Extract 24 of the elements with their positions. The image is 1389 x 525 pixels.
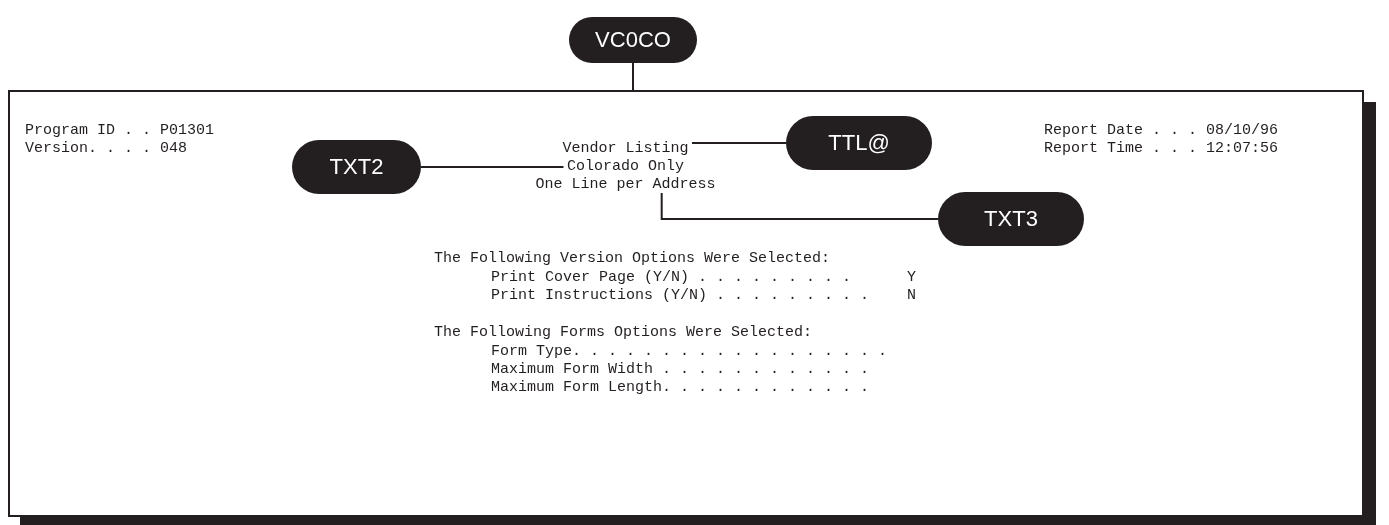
option-line: Form Type. . . . . . . . . . . . . . . . . .	[491, 343, 888, 360]
header-field: Program ID . . P01301	[25, 122, 215, 139]
section-heading: The Following Version Options Were Selected:	[434, 250, 831, 267]
callout-label: VC0CO	[569, 17, 697, 63]
option-line: Print Instructions (Y/N) . . . . . . . . .	[491, 287, 870, 304]
callout-label: TTL@	[786, 116, 932, 170]
header-field: Report Time . . . 12:07:56	[1044, 140, 1279, 157]
option-line: Maximum Form Length. . . . . . . . . . . .	[491, 379, 870, 396]
option-line: Print Cover Page (Y/N) . . . . . . . . .	[491, 269, 852, 286]
report-heading-line: Vendor Listing	[562, 140, 689, 157]
report-heading-line: One Line per Address	[535, 176, 716, 193]
header-field: Report Date . . . 08/10/96	[1044, 122, 1279, 139]
callout-label: TXT2	[292, 140, 421, 194]
option-value: N	[907, 287, 916, 304]
leader-line	[632, 62, 634, 91]
leader-line	[420, 166, 565, 168]
leader-line	[660, 192, 939, 220]
callout-label: TXT3	[938, 192, 1084, 246]
section-heading: The Following Forms Options Were Selected:	[434, 324, 813, 341]
header-field: Version. . . . 048	[25, 140, 188, 157]
report-heading-line: Colorado Only	[566, 158, 685, 175]
option-value: Y	[907, 269, 916, 286]
option-line: Maximum Form Width . . . . . . . . . . . .	[491, 361, 870, 378]
leader-line	[691, 142, 787, 144]
